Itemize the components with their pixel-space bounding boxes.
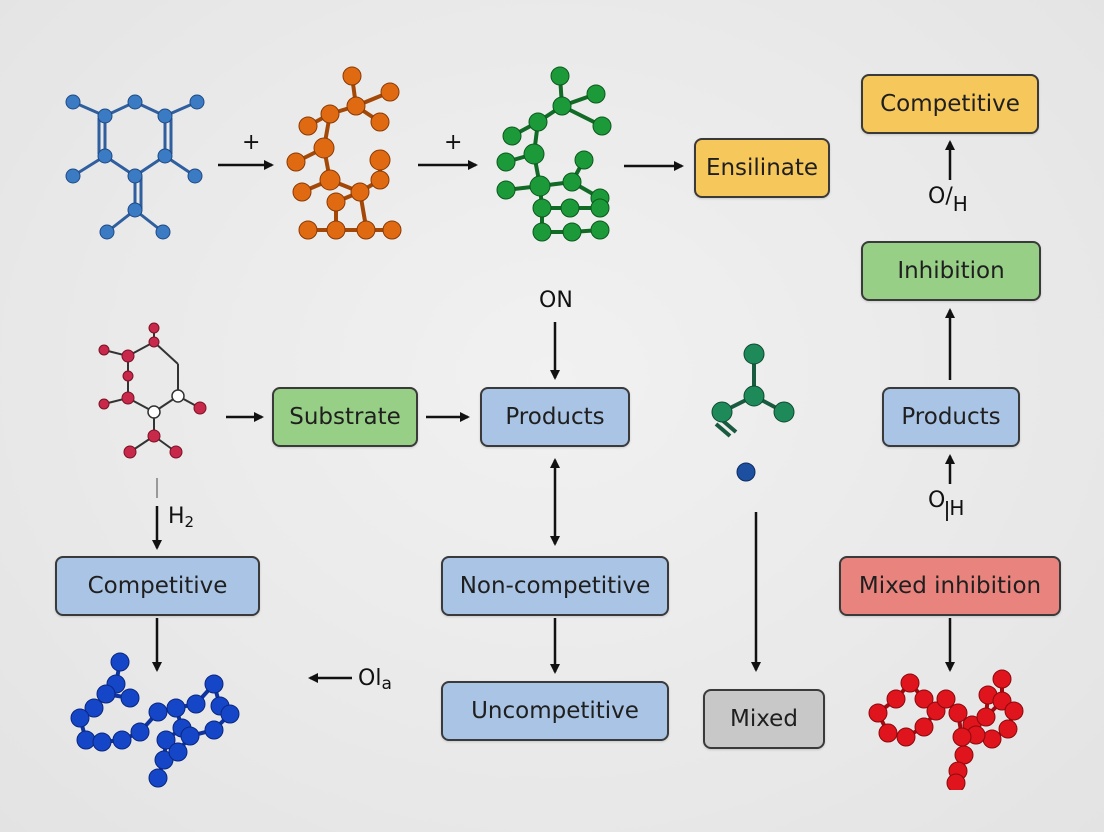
substrate-box: Substrate (272, 387, 418, 447)
products-center-box: Products (480, 387, 630, 447)
oh-label-mid-o: O (928, 488, 946, 513)
red-chain-molecule (868, 669, 1024, 790)
inhibition-box: Inhibition (861, 241, 1041, 301)
products-right-box: Products (882, 387, 1020, 447)
oh-divider (946, 501, 949, 521)
oh-label-top-h: H (952, 192, 968, 216)
plus-sign-1: + (242, 130, 261, 155)
h2-label-sub: 2 (184, 513, 195, 531)
oh-label-top: O/H (928, 184, 968, 216)
mixed-inhibition-box: Mixed inhibition (839, 556, 1061, 616)
h2-label-h: H (168, 504, 185, 529)
oh-label-top-o: O/ (928, 184, 953, 209)
teal-branch-molecule (711, 343, 795, 482)
ola-label-sub: a (381, 674, 392, 694)
blue-chain-molecule (70, 652, 240, 788)
ensilinate-box: Ensilinate (694, 138, 830, 198)
noncompetitive-box: Non-competitive (441, 556, 669, 616)
ola-label-main: Ol (358, 666, 382, 691)
oh-label-mid-h: H (949, 496, 965, 520)
h2-label: H2 (168, 504, 195, 531)
competitive-top-box: Competitive (861, 74, 1039, 134)
blue-hexagon-molecule (65, 94, 205, 240)
mixed-box: Mixed (703, 689, 825, 749)
on-label: ON (539, 288, 573, 313)
ola-label: Ola (358, 666, 392, 694)
competitive-left-box: Competitive (55, 556, 260, 616)
plus-sign-2: + (444, 130, 463, 155)
orange-cluster-molecule (286, 66, 402, 240)
uncompetitive-box: Uncompetitive (441, 681, 669, 741)
crimson-ring-molecule (98, 322, 207, 459)
green-cluster-molecule (496, 66, 612, 242)
